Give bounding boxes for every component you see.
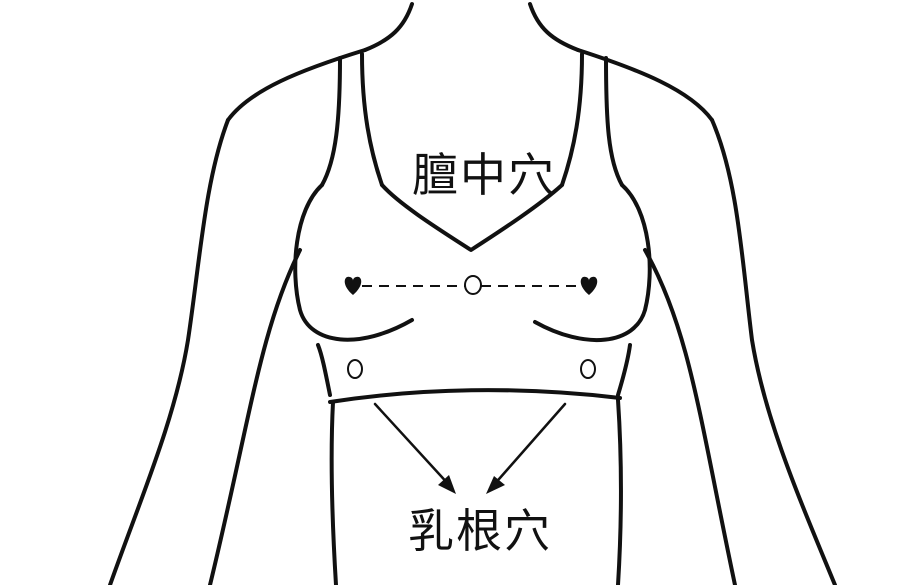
left-heart-icon: [345, 277, 362, 295]
right-arrow-icon: [486, 404, 565, 494]
left-arrow-icon: [375, 404, 456, 494]
right-heart-icon: [581, 277, 598, 295]
shanzhong-label: 膻中穴: [412, 152, 556, 198]
rugen-label: 乳根穴: [408, 508, 552, 554]
bra-outline: [295, 54, 650, 402]
right-rugen-point: [581, 360, 595, 378]
left-rugen-point: [348, 360, 362, 378]
shanzhong-point: [465, 276, 481, 294]
